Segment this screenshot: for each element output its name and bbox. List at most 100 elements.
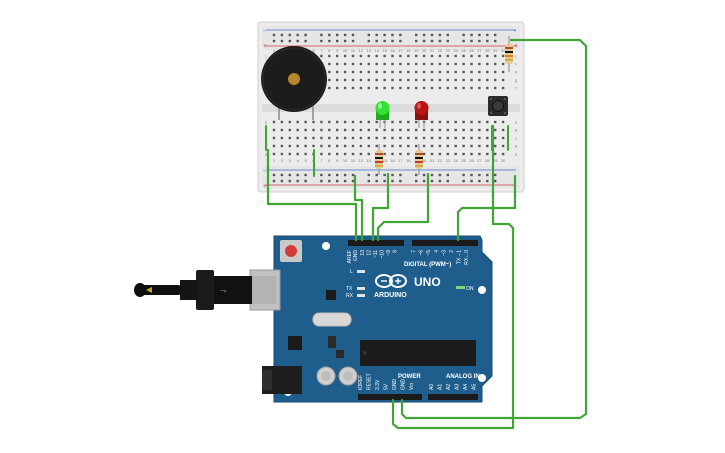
terminal-hole	[343, 86, 347, 90]
terminal-hole	[343, 62, 347, 66]
rail-hole	[367, 179, 370, 183]
breadboard-holes	[272, 33, 505, 183]
resistor-red-led[interactable]	[415, 144, 423, 175]
row-letter: j	[515, 54, 517, 59]
terminal-hole	[328, 144, 331, 148]
terminal-hole	[383, 86, 386, 90]
terminal-hole	[486, 152, 489, 156]
rail-hole	[367, 173, 370, 177]
analog-label: ANALOG IN	[446, 374, 480, 380]
rail-minus-label: -	[263, 28, 266, 35]
rail-hole	[478, 39, 481, 43]
terminal-hole	[351, 62, 355, 66]
rail-hole	[430, 173, 434, 177]
terminal-hole	[367, 70, 370, 74]
center-channel	[262, 104, 520, 112]
column-number: 22	[438, 48, 443, 53]
column-number: 18	[406, 158, 411, 163]
terminal-hole	[375, 54, 378, 58]
column-number: 15	[382, 158, 387, 163]
terminal-hole	[486, 128, 489, 132]
column-number: 11	[351, 48, 356, 53]
terminal-hole	[280, 128, 284, 132]
terminal-hole	[375, 136, 378, 140]
terminal-hole	[399, 78, 402, 82]
terminal-hole	[367, 120, 370, 124]
terminal-hole	[351, 120, 355, 124]
rail-hole	[304, 39, 307, 43]
terminal-hole	[407, 86, 410, 90]
terminal-hole	[359, 62, 363, 66]
terminal-hole	[430, 86, 434, 90]
pin-label: GND	[353, 250, 359, 262]
terminal-hole	[399, 54, 402, 58]
terminal-hole	[359, 120, 363, 124]
mount-hole	[478, 374, 486, 382]
resistor-green-led[interactable]	[375, 144, 383, 175]
rail-hole	[494, 173, 497, 177]
terminal-hole	[438, 152, 442, 156]
terminal-hole	[478, 152, 481, 156]
column-number: 1	[273, 48, 276, 53]
column-number: 22	[438, 158, 443, 163]
rail-hole	[462, 39, 465, 43]
terminal-hole	[343, 152, 347, 156]
terminal-hole	[438, 144, 442, 148]
terminal-hole	[494, 86, 497, 90]
rail-hole	[494, 39, 497, 43]
terminal-hole	[470, 120, 473, 124]
terminal-hole	[454, 128, 457, 132]
terminal-hole	[343, 54, 347, 58]
rail-hole	[367, 39, 370, 43]
terminal-hole	[430, 144, 434, 148]
rail-hole	[343, 179, 347, 183]
terminal-hole	[391, 128, 394, 132]
reset-button[interactable]	[280, 240, 302, 262]
terminal-hole	[415, 70, 418, 74]
rail-hole	[304, 33, 307, 37]
terminal-hole	[399, 128, 402, 132]
terminal-hole	[407, 70, 410, 74]
led-label-rx: RX	[346, 293, 354, 299]
column-number: 10	[343, 48, 348, 53]
column-number: 23	[446, 48, 451, 53]
terminal-hole	[446, 128, 449, 132]
terminal-hole	[438, 120, 442, 124]
terminal-hole	[343, 144, 347, 148]
piezo-buzzer[interactable]	[261, 46, 327, 120]
wire-button-5v	[391, 124, 515, 430]
row-letter: i	[516, 62, 517, 67]
resistor-button[interactable]	[505, 36, 513, 72]
terminal-hole	[470, 78, 473, 82]
terminal-hole	[399, 62, 402, 66]
digital-header-right	[412, 240, 478, 246]
rail-hole	[415, 33, 418, 37]
terminal-hole	[454, 70, 457, 74]
terminal-hole	[304, 136, 307, 140]
terminal-hole	[486, 144, 489, 148]
on-led-label: ON	[466, 286, 474, 292]
terminal-hole	[438, 86, 442, 90]
terminal-hole	[454, 120, 457, 124]
terminal-hole	[280, 136, 284, 140]
terminal-hole	[328, 86, 331, 90]
pin-label: 2	[449, 250, 455, 253]
green-led[interactable]	[375, 101, 390, 128]
rail-hole	[351, 39, 355, 43]
column-number: 27	[477, 48, 482, 53]
red-led[interactable]	[414, 101, 429, 128]
terminal-hole	[462, 78, 465, 82]
column-number: 28	[485, 48, 490, 53]
terminal-hole	[320, 128, 323, 132]
terminal-hole	[336, 70, 339, 74]
wire-buzzer-gnd	[266, 148, 358, 242]
wire-red-led	[376, 172, 430, 242]
push-button[interactable]	[488, 96, 508, 116]
terminal-hole	[486, 78, 489, 82]
rail-hole	[470, 173, 473, 177]
terminal-hole	[494, 120, 497, 124]
terminal-hole	[501, 70, 505, 74]
